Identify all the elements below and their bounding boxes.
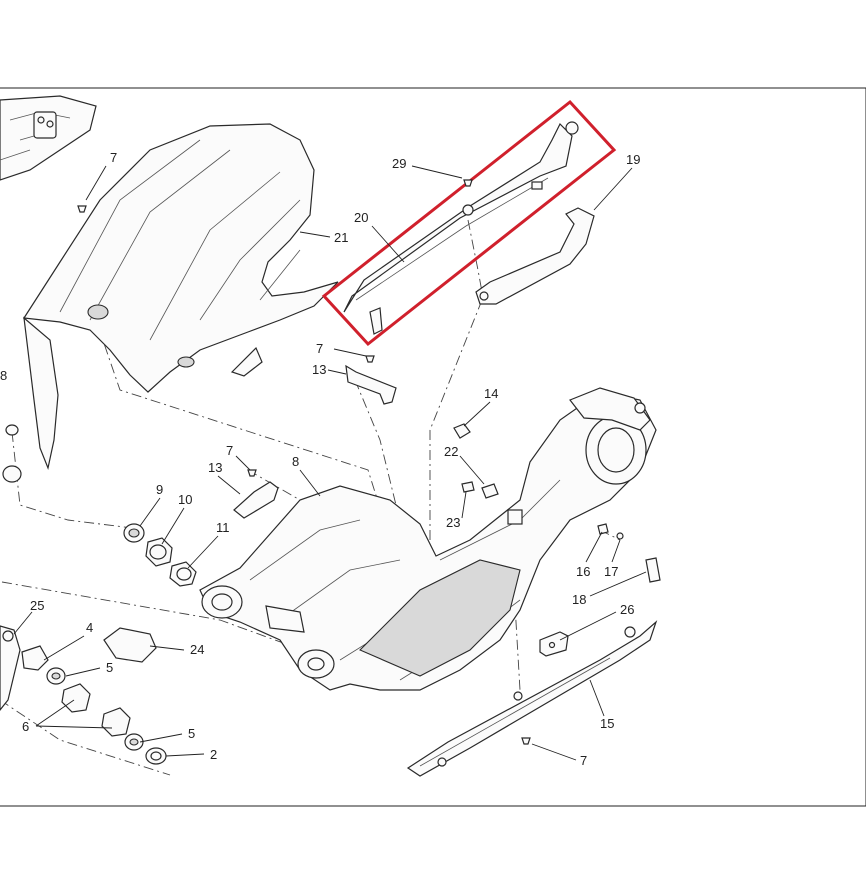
callout: 7 xyxy=(110,150,117,165)
callout: 5 xyxy=(106,660,113,675)
chain-guard-part-20 xyxy=(343,121,579,335)
callout: 10 xyxy=(178,492,192,507)
callout: 9 xyxy=(156,482,163,497)
callout: 16 xyxy=(576,564,590,579)
diagram-border xyxy=(0,87,866,807)
callout: 13 xyxy=(312,362,326,377)
callout: 22 xyxy=(444,444,458,459)
callout: 21 xyxy=(334,230,348,245)
callout: 14 xyxy=(484,386,498,401)
chain-slider-part-15 xyxy=(406,620,658,777)
callout: 24 xyxy=(190,642,204,657)
callout: 26 xyxy=(620,602,634,617)
highlight-box xyxy=(321,99,617,347)
fasteners xyxy=(77,179,661,745)
clip-parts-13 xyxy=(233,364,397,519)
leader-lines xyxy=(13,165,647,761)
callout: 18 xyxy=(572,592,586,607)
callout: 7 xyxy=(580,753,587,768)
callout-highlighted: 20 xyxy=(354,210,368,225)
callout: 4 xyxy=(86,620,93,635)
frame-fragment xyxy=(0,95,97,181)
callout: 25 xyxy=(30,598,44,613)
callout: 13 xyxy=(208,460,222,475)
rear-fender xyxy=(22,123,339,471)
cover-part-26 xyxy=(539,631,569,657)
callout: 8 xyxy=(292,454,299,469)
bracket-part-19 xyxy=(475,207,595,305)
callout: 29 xyxy=(392,156,406,171)
callout: 5 xyxy=(188,726,195,741)
callout: 2 xyxy=(210,747,217,762)
callout-labels: 7 21 29 20 19 8 7 13 14 22 23 7 13 8 9 1… xyxy=(0,150,640,768)
callout: 7 xyxy=(226,443,233,458)
callout: 17 xyxy=(604,564,618,579)
bushings-and-spacers xyxy=(0,424,197,765)
callout: 23 xyxy=(446,515,460,530)
callout: 8 xyxy=(0,368,7,383)
callout: 19 xyxy=(626,152,640,167)
callout: 7 xyxy=(316,341,323,356)
callout: 6 xyxy=(22,719,29,734)
plate-part-24 xyxy=(103,627,157,663)
callout: 15 xyxy=(600,716,614,731)
callout: 11 xyxy=(216,520,230,535)
swingarm xyxy=(199,387,657,691)
